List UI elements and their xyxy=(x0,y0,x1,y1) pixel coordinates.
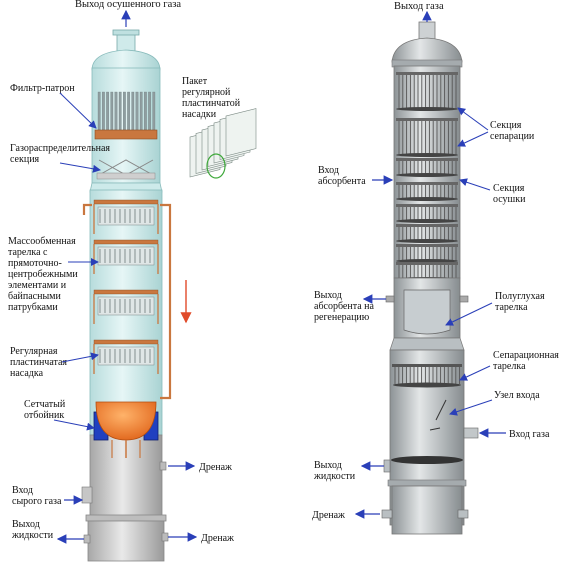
label-gas-inlet: Вход газа xyxy=(509,429,550,440)
separation-and-drying-sections xyxy=(396,72,458,281)
left-column xyxy=(81,29,192,562)
label-drain-2: Дренаж xyxy=(201,533,234,544)
right-column xyxy=(381,21,479,535)
packet-illustration xyxy=(189,108,257,179)
label-drain-right: Дренаж xyxy=(312,510,345,521)
mass-transfer-trays xyxy=(93,199,159,374)
left-labels: Выход осушенного газа Фильтр-патрон Паке… xyxy=(8,0,241,544)
label-gas-outlet: Выход газа xyxy=(394,1,444,12)
label-drain-1: Дренаж xyxy=(199,462,232,473)
label-inlet-unit: Узел входа xyxy=(494,390,540,401)
label-dry-gas-outlet: Выход осушенного газа xyxy=(75,0,181,10)
label-filter-cartridge: Фильтр-патрон xyxy=(10,83,75,94)
